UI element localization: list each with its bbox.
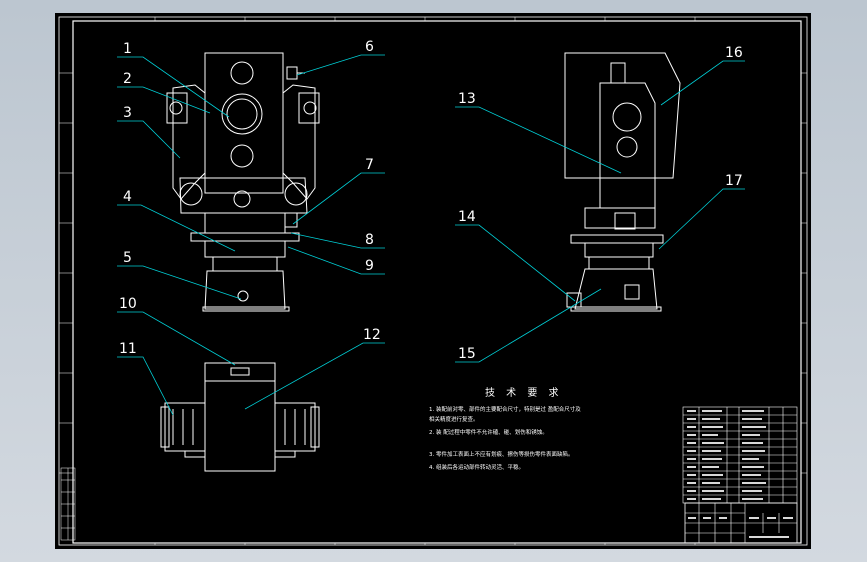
part-label-10: 10 <box>119 296 137 312</box>
drawing-sheet[interactable]: 1 2 3 4 5 6 7 8 9 10 11 12 13 14 15 16 1… <box>55 13 811 549</box>
part-label-17: 17 <box>725 173 743 189</box>
part-label-12: 12 <box>363 327 381 343</box>
zone-ticks <box>59 17 807 545</box>
balloon-labels: 1 2 3 4 5 6 7 8 9 10 11 12 13 14 15 16 1… <box>119 39 743 362</box>
part-label-9: 9 <box>365 258 374 274</box>
tech-req-line-2: 相关精度进行复查。 <box>429 415 479 423</box>
part-label-15: 15 <box>458 346 476 362</box>
part-label-14: 14 <box>458 209 476 225</box>
top-view <box>160 362 320 472</box>
part-label-5: 5 <box>123 250 132 266</box>
tech-req-line-3: 2. 装 配过程中零件不允许磕、碰、划伤和锈蚀。 <box>429 428 548 436</box>
side-view <box>564 52 681 312</box>
part-label-4: 4 <box>123 189 132 205</box>
part-label-16: 16 <box>725 45 743 61</box>
part-label-8: 8 <box>365 232 374 248</box>
part-label-3: 3 <box>123 105 132 121</box>
technical-requirements: 技 术 要 求 1. 装配前对零、部件的主要配合尺寸，特别是过 盈配合尺寸及 相… <box>429 386 581 471</box>
part-label-7: 7 <box>365 157 374 173</box>
tech-req-line-4: 3. 零件加工表面上不应有划痕、擦伤等损伤零件表面缺陷。 <box>429 450 574 458</box>
front-view <box>166 52 320 312</box>
part-label-13: 13 <box>458 91 476 107</box>
title-block <box>682 406 798 544</box>
tech-req-line-1: 1. 装配前对零、部件的主要配合尺寸，特别是过 盈配合尺寸及 <box>429 405 581 413</box>
part-label-1: 1 <box>123 41 132 57</box>
tech-req-title: 技 术 要 求 <box>485 386 563 399</box>
title-block-text-fill <box>687 410 793 538</box>
tech-req-line-5: 4. 组装后各运动部件转动灵活、平稳。 <box>429 463 524 471</box>
left-margin-stamp <box>60 467 76 541</box>
part-label-6: 6 <box>365 39 374 55</box>
part-label-2: 2 <box>123 71 132 87</box>
leader-lines <box>117 54 745 416</box>
sheet-border <box>58 16 808 546</box>
part-label-11: 11 <box>119 341 137 357</box>
